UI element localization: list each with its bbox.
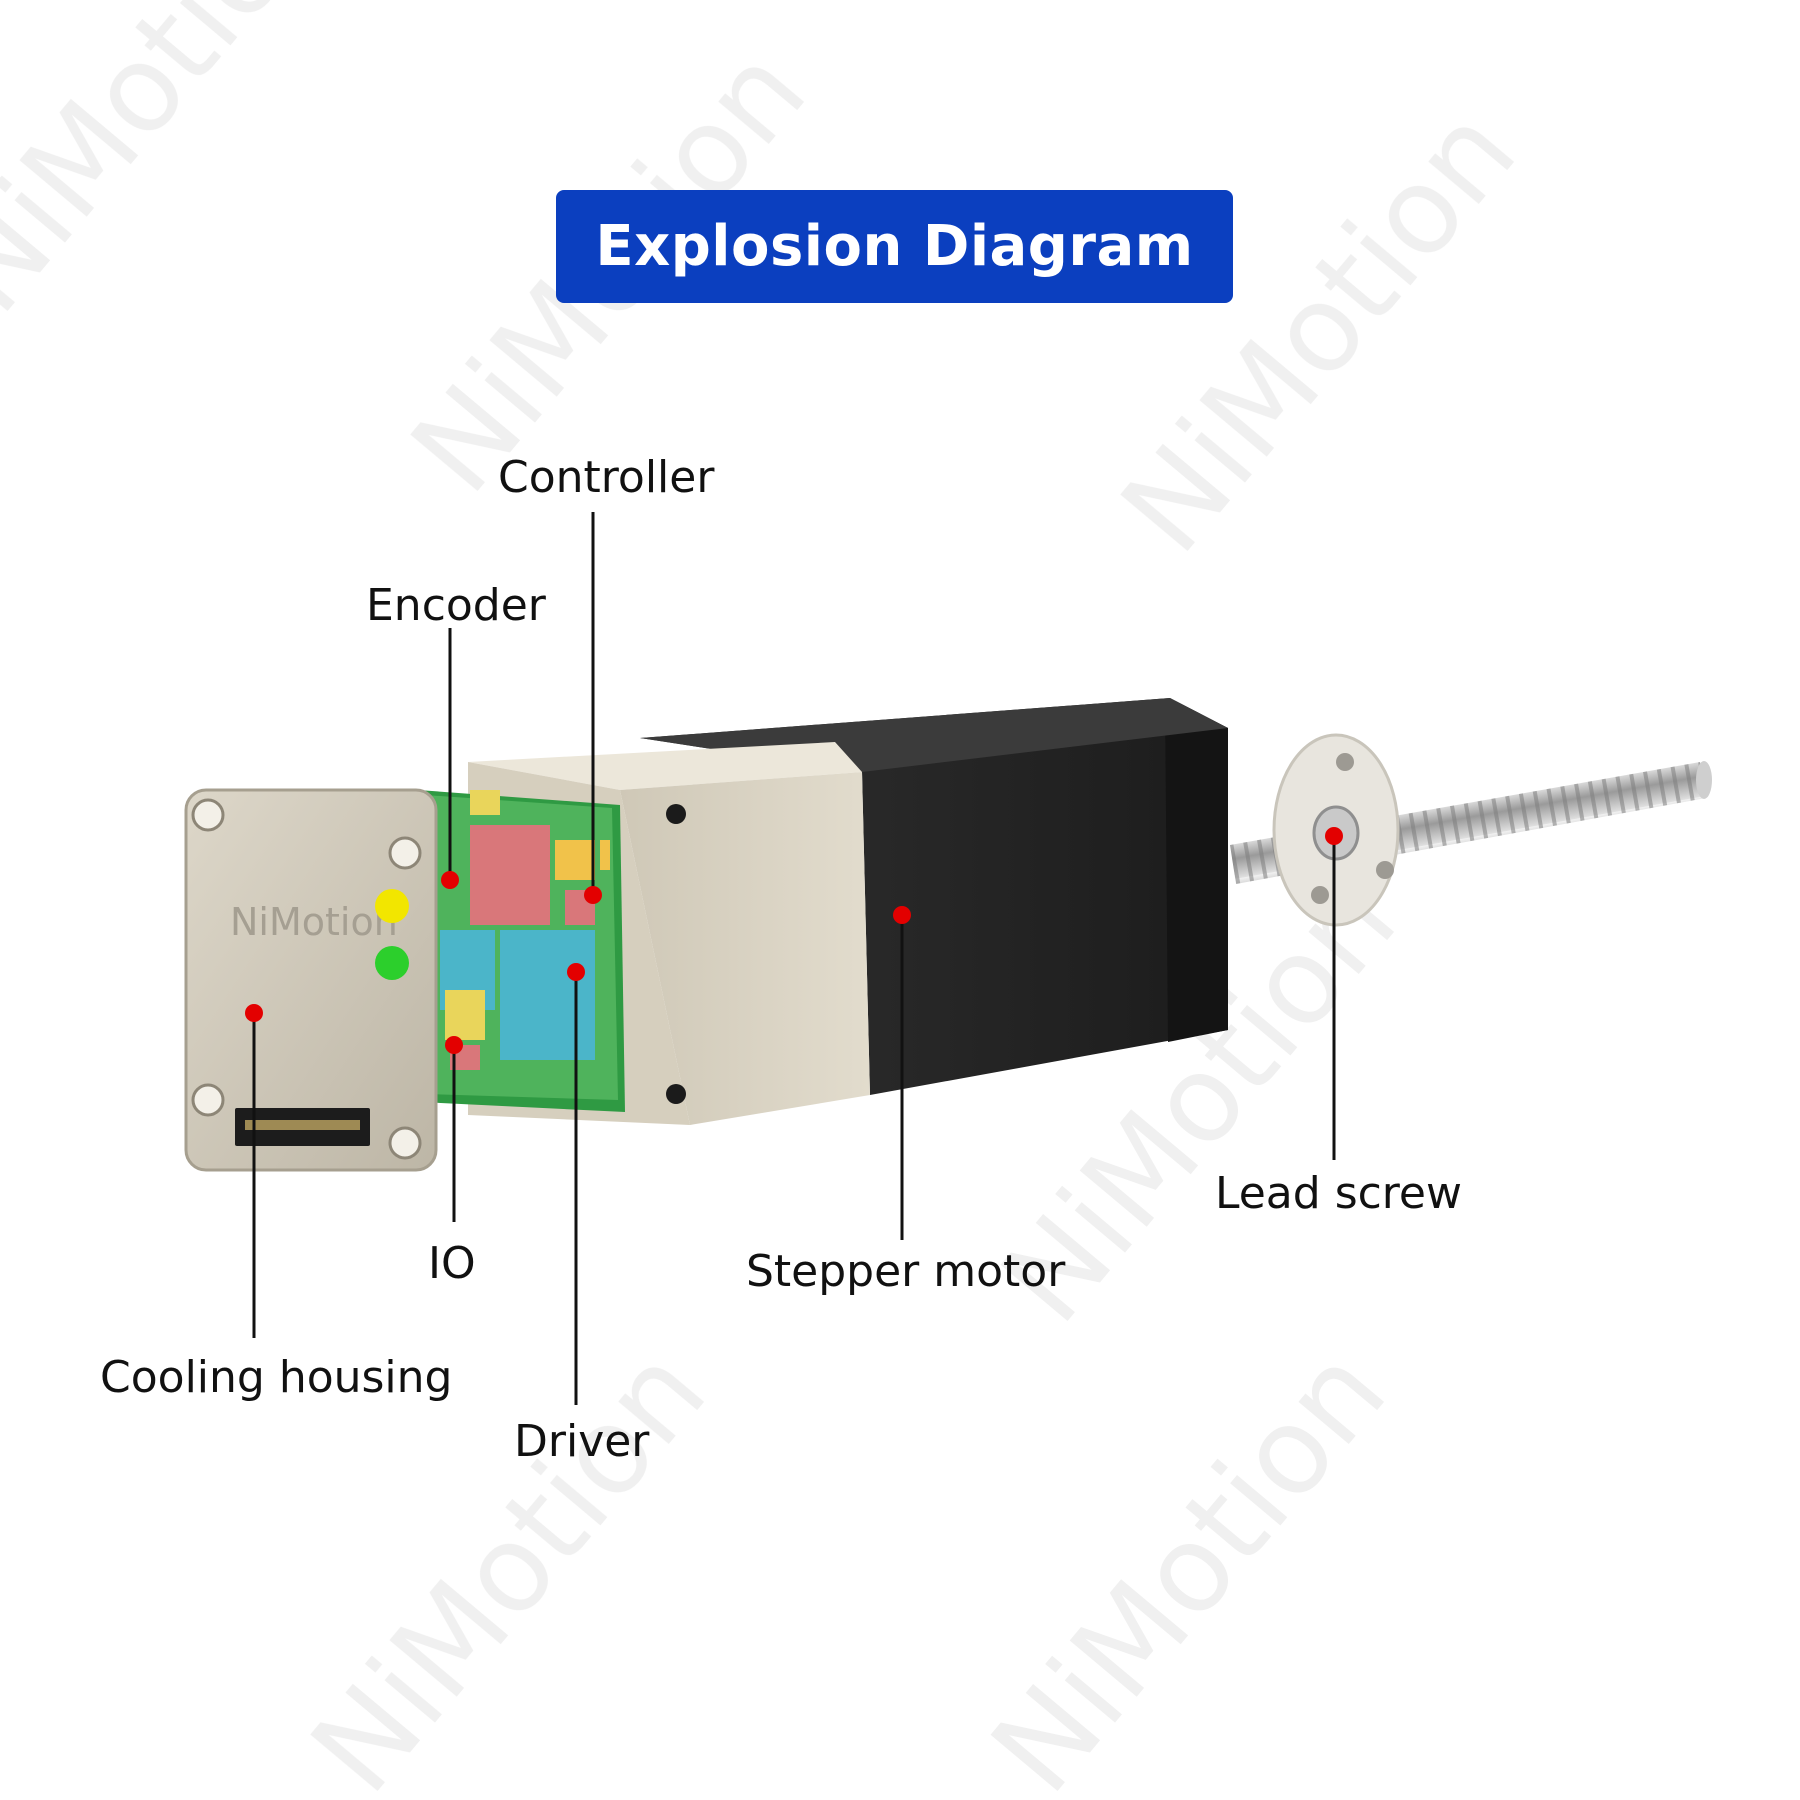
- title-banner: Explosion Diagram: [556, 190, 1233, 303]
- cooling-housing-plate: NiMotion: [184, 788, 438, 1172]
- lead-screw: [1230, 733, 1712, 927]
- page-title: Explosion Diagram: [595, 214, 1194, 279]
- led-green-icon: [375, 946, 409, 980]
- marker-driver: [567, 963, 585, 981]
- label-io: IO: [428, 1238, 476, 1289]
- label-controller: Controller: [498, 452, 715, 503]
- label-stepper-motor: Stepper motor: [746, 1246, 1066, 1297]
- pcb-board: [418, 790, 625, 1112]
- marker-stepper-motor: [893, 906, 911, 924]
- label-encoder: Encoder: [366, 580, 546, 631]
- marker-lead-screw: [1325, 827, 1343, 845]
- marker-cooling-housing: [245, 1004, 263, 1022]
- label-lead-screw: Lead screw: [1215, 1168, 1462, 1219]
- marker-io: [445, 1036, 463, 1054]
- watermark-5: NiMotion: [966, 1323, 1413, 1800]
- watermark-6: NiMotion: [0, 0, 363, 339]
- marker-encoder: [441, 871, 459, 889]
- led-yellow-icon: [375, 889, 409, 923]
- marker-controller: [584, 886, 602, 904]
- label-cooling-housing: Cooling housing: [100, 1352, 453, 1403]
- marker-dots: [245, 827, 1343, 1054]
- label-driver: Driver: [514, 1416, 650, 1467]
- watermark-2: NiMotion: [1096, 83, 1543, 578]
- leader-lines: [252, 512, 1336, 1405]
- plate-engraving: NiMotion: [230, 900, 398, 944]
